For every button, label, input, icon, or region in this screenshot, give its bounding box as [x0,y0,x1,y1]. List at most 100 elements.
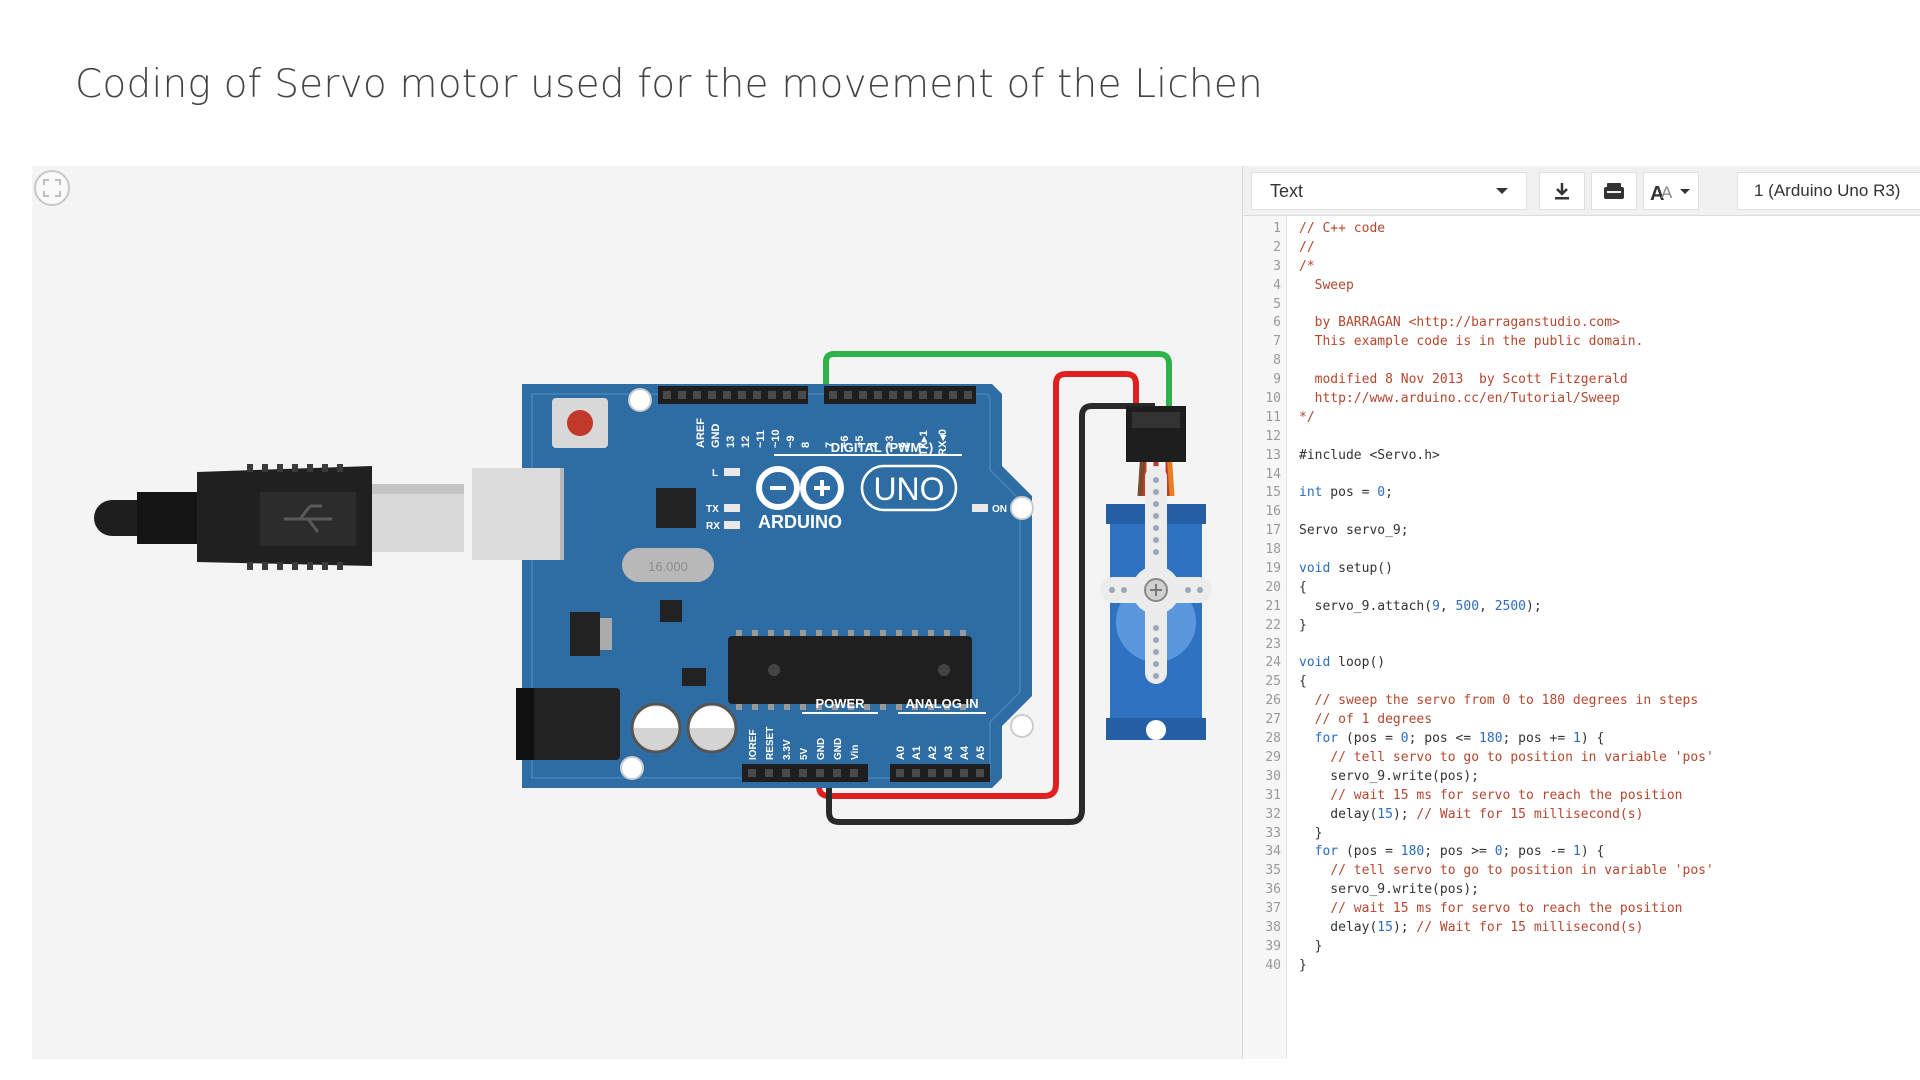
pin-label: AREF [695,418,707,448]
code-line[interactable]: ​ [1299,352,1714,371]
code-line[interactable]: Servo servo_9; [1299,523,1409,539]
power-label: POWER [815,696,865,711]
code-line[interactable]: // C++ code [1299,221,1386,236]
code-line[interactable]: // wait 15 ms for servo to reach the pos… [1330,787,1683,803]
line-number: 2 [1273,239,1281,255]
signal-wire[interactable] [823,351,1172,426]
micro-servo[interactable] [1100,406,1212,740]
pin-label: GND [816,738,827,760]
pin-label: GND [710,424,722,449]
led-tx-label: TX [706,504,719,515]
svg-text:A: A [1661,183,1673,202]
download-code-button[interactable] [1539,172,1585,210]
regulator-pins [600,618,612,650]
code-line[interactable]: delay(15); // Wait for 15 millisecond(s) [1299,919,1644,935]
code-line[interactable]: for (pos = 180; pos >= 0; pos -= 1) { [1314,844,1605,860]
line-number: 6 [1273,315,1281,331]
power-wire[interactable] [816,371,1139,799]
line-number: 13 [1265,447,1281,463]
analog-header[interactable] [890,764,990,782]
analog-label-line [898,712,986,714]
digital-header-left[interactable] [658,386,808,404]
led-on [972,504,988,512]
crystal-label: 16.000 [648,559,688,574]
led-rx-label: RX [706,521,720,532]
download-icon [1555,183,1569,200]
code-line[interactable]: { [1299,674,1307,690]
usb-cable[interactable] [94,464,464,570]
logo-minus [770,486,786,490]
code-line[interactable]: modified 8 Nov 2013 by Scott Fitzgerald [1299,372,1628,388]
code-line[interactable]: #include <Servo.h> [1299,447,1440,463]
code-line[interactable]: http://www.arduino.cc/en/Tutorial/Sweep [1299,391,1620,407]
code-line[interactable]: */ [1299,409,1315,425]
code-line[interactable]: // wait 15 ms for servo to reach the pos… [1330,901,1683,917]
line-number: 4 [1273,277,1281,293]
code-line[interactable]: } [1299,825,1323,841]
font-size-button[interactable]: A A [1643,172,1699,210]
code-line[interactable]: // sweep the servo from 0 to 180 degrees… [1314,693,1699,709]
servo-horn-holes [1109,477,1203,679]
code-line[interactable]: servo_9.write(pos); [1299,768,1480,784]
device-selector[interactable]: 1 (Arduino Uno R3) [1737,172,1920,210]
code-line[interactable]: servo_9.write(pos); [1299,882,1480,898]
usb-connector-shade [372,484,464,494]
slide-title: Coding of Servo motor used for the movem… [75,62,1263,107]
code-line[interactable]: // tell servo to go to position in varia… [1330,749,1714,765]
circuit-diagram: 16.000 AREF GND [94,351,1212,825]
code-line[interactable]: /* [1299,258,1315,274]
code-line[interactable]: servo_9.attach(9, 500, 2500); [1299,598,1542,614]
code-line[interactable]: for (pos = 0; pos <= 180; pos += 1) { [1314,731,1605,747]
servo-connector-top [1132,412,1180,428]
code-line[interactable]: } [1299,938,1323,954]
usb-metal-connector [372,484,464,552]
code-line[interactable]: This example code is in the public domai… [1299,334,1644,350]
code-line[interactable]: by BARRAGAN <http://barraganstudio.com> [1299,315,1620,331]
device-value: 1 (Arduino Uno R3) [1754,181,1901,200]
regulator [570,612,600,656]
pin-label: Vin [850,745,861,760]
code-line[interactable]: ​ [1299,296,1714,315]
pin-label: ~5 [854,435,866,448]
arduino-uno-board[interactable]: 16.000 AREF GND [472,384,1034,788]
code-line[interactable]: delay(15); // Wait for 15 millisecond(s) [1299,806,1644,822]
pin-label: 7 [824,442,836,448]
code-line[interactable]: // of 1 degrees [1314,712,1433,728]
code-line[interactable]: // [1299,239,1315,255]
digital-header-sockets [663,391,972,399]
line-number: 34 [1265,844,1281,860]
code-line[interactable]: ​ [1299,428,1714,447]
code-line[interactable]: { [1299,579,1307,595]
code-line[interactable]: void loop() [1299,655,1386,671]
ground-wire[interactable] [826,403,1155,825]
code-line[interactable]: ​ [1299,636,1714,655]
line-number: 14 [1265,466,1281,482]
code-line[interactable]: } [1299,957,1307,973]
code-line[interactable]: } [1299,617,1307,633]
code-line[interactable]: // tell servo to go to position in varia… [1330,863,1714,879]
circuit-canvas[interactable]: 16.000 AREF GND [32,166,1242,1059]
pin-label: IOREF [748,729,759,760]
mount-hole [1010,496,1034,520]
code-line[interactable]: ​ [1299,466,1714,485]
code-line[interactable]: int pos = 0; [1299,485,1393,501]
code-line[interactable]: ​ [1299,503,1714,522]
arduino-infinity-logo-icon [756,466,844,510]
code-line[interactable]: Sweep [1299,277,1354,293]
line-number: 1 [1273,221,1281,236]
upload-to-board-button[interactable] [1591,172,1637,210]
digital-header-label: DIGITAL (PWM~) [831,440,933,455]
code-line[interactable]: void setup() [1299,561,1393,577]
led-rx [724,521,740,529]
font-size-icon: A A [1650,183,1690,203]
capacitor-top [634,706,678,728]
code-line[interactable]: ​ [1299,541,1714,560]
code-mode-dropdown[interactable]: Text [1251,172,1527,210]
small-chip-2 [682,668,706,686]
line-number: 7 [1273,334,1281,350]
code-text[interactable]: // C++ code // /* Sweep ​ by BARRAGAN <http… [1299,220,1714,976]
digital-header-right[interactable] [824,386,976,404]
servo-mount-hole [1146,720,1166,740]
fit-view-button[interactable] [34,170,70,206]
